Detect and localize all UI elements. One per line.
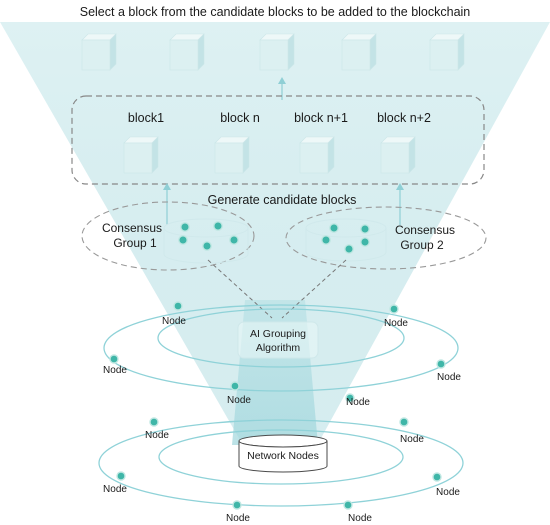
group2-node-dot: [329, 223, 339, 233]
node-dot: [432, 472, 442, 482]
network-nodes-db-body: [238, 440, 328, 473]
candidate-block-label: block n+2: [377, 111, 431, 125]
node-dot: [345, 393, 355, 403]
group2-node-dot: [360, 224, 370, 234]
diagram-title: Select a block from the candidate blocks…: [80, 5, 471, 19]
node-label: Node: [436, 487, 460, 498]
consensus-group-1: Consensus Group 1: [81, 201, 255, 271]
group1-node-dot: [213, 221, 223, 231]
funnel-background: [0, 22, 550, 440]
chain-block: [81, 33, 117, 71]
network-inner-ring: [158, 429, 404, 485]
ai-algorithm-label-line2: Algorithm: [256, 342, 301, 354]
chain-block: [259, 33, 295, 71]
group1-node-dot: [178, 235, 188, 245]
group1-label-line1: Consensus: [102, 221, 162, 235]
group1-link: [207, 259, 273, 319]
group2-platform-body: [305, 228, 387, 262]
ai-outer-ring: [103, 304, 459, 392]
candidate-blocks-box: [71, 95, 485, 185]
node-label: Node: [400, 434, 424, 445]
group1-node-dot: [202, 241, 212, 251]
node-label: Node: [227, 395, 251, 406]
network-ring-system: Network Nodes: [98, 419, 464, 507]
consensus-group-2: Consensus Group 2: [285, 206, 487, 270]
node-markers: Node Node Node Node Node Node Node Node …: [103, 301, 461, 524]
node-label: Node: [103, 484, 127, 495]
group2-arrow-head: [396, 183, 404, 190]
node-dot: [173, 301, 183, 311]
group2-link: [281, 259, 347, 319]
group2-outer-ellipse: [285, 206, 487, 270]
group1-outer-ellipse: [81, 201, 255, 271]
candidate-block-label: block n+1: [294, 111, 348, 125]
candidate-cube: [299, 136, 335, 174]
candidate-cube: [214, 136, 250, 174]
candidate-cube: [380, 136, 416, 174]
ai-ring-system: AI Grouping Algorithm: [103, 304, 459, 392]
node-dot: [230, 381, 240, 391]
group1-platform-body: [163, 228, 249, 264]
group2-node-dot: [321, 235, 331, 245]
node-label: Node: [348, 513, 372, 524]
node-label: Node: [103, 365, 127, 376]
node-dot: [109, 354, 119, 364]
group1-node-dot: [180, 222, 190, 232]
ai-inner-ring: [157, 308, 405, 368]
network-outer-ring: [98, 419, 464, 507]
ai-algorithm-label-line1: AI Grouping: [250, 328, 306, 340]
chain-block: [169, 33, 205, 71]
node-dot: [116, 471, 126, 481]
group1-label-line2: Group 1: [113, 236, 157, 250]
select-arrow-head: [278, 77, 286, 84]
node-dot: [436, 359, 446, 369]
node-label: Node: [346, 397, 370, 408]
group1-arrow-head: [163, 183, 171, 190]
generate-candidate-label: Generate candidate blocks: [208, 193, 357, 207]
ai-algorithm-box: [237, 321, 319, 359]
node-dot: [232, 500, 242, 510]
node-label: Node: [437, 372, 461, 383]
group2-node-dot: [360, 237, 370, 247]
candidate-block-label: block n: [220, 111, 260, 125]
group2-node-dot: [344, 244, 354, 254]
group2-label-line2: Group 2: [400, 238, 444, 252]
group1-node-dot: [229, 235, 239, 245]
network-nodes-label: Network Nodes: [247, 450, 319, 462]
node-label: Node: [384, 318, 408, 329]
node-label: Node: [226, 513, 250, 524]
node-dot: [389, 304, 399, 314]
candidate-cube: [123, 136, 159, 174]
node-dot: [343, 500, 353, 510]
candidate-block-label: block1: [128, 111, 164, 125]
node-label: Node: [145, 430, 169, 441]
node-label: Node: [162, 316, 186, 327]
node-dot: [149, 417, 159, 427]
group2-label-line1: Consensus: [395, 223, 455, 237]
node-dot: [399, 417, 409, 427]
chain-block: [429, 33, 465, 71]
chain-block: [341, 33, 377, 71]
